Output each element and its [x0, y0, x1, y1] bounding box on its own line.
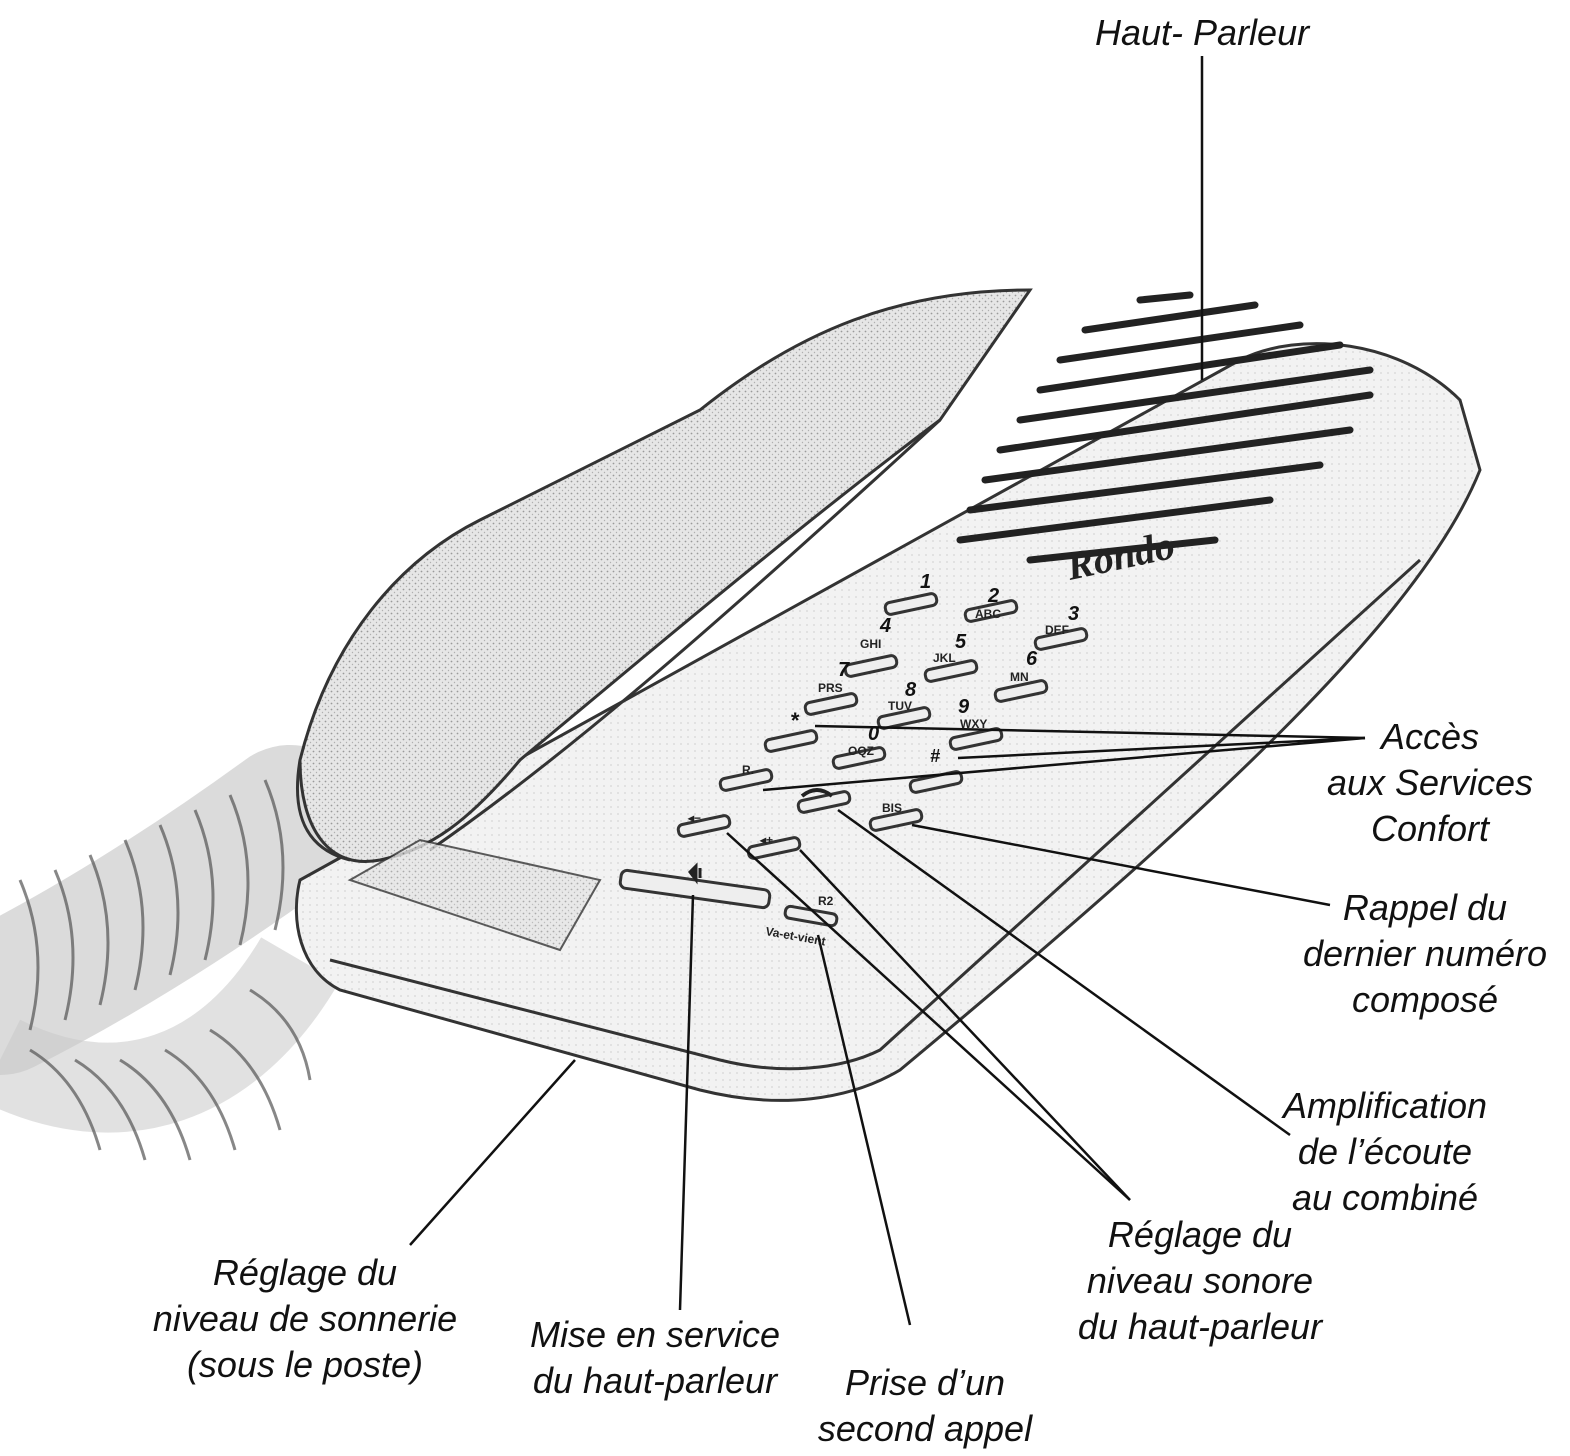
key-9[interactable] [948, 727, 1004, 751]
key-5[interactable] [923, 659, 979, 683]
handset [298, 288, 1033, 863]
key-0[interactable] [831, 746, 887, 770]
key-6[interactable] [993, 679, 1049, 703]
label-line: Confort [1370, 808, 1490, 849]
label-reglage-haut-parleur: Réglage du niveau sonore du haut-parleur [1055, 1212, 1345, 1350]
label-prise-second-appel: Prise d’un second appel [800, 1360, 1050, 1452]
speaker-icon [688, 862, 702, 885]
key-2-label: 2 [987, 585, 999, 607]
label-line: au combiné [1291, 1177, 1479, 1218]
label-rappel-dernier-numero: Rappel du dernier numéro composé [1290, 885, 1560, 1023]
label-line: Réglage du [1107, 1214, 1293, 1255]
key-2[interactable] [963, 599, 1019, 623]
key-9-letters: WXY [960, 717, 987, 731]
volume-minus-key[interactable] [676, 814, 732, 838]
volume-minus-label: ◂− [687, 811, 701, 825]
key-7-label: 7 [838, 659, 850, 681]
key-4-letters: GHI [860, 637, 881, 651]
label-line: composé [1351, 979, 1499, 1020]
key-8-letters: TUV [888, 699, 912, 713]
key-3-letters: DEF [1045, 623, 1069, 637]
key-0-label: 0 [868, 723, 879, 745]
label-line: aux Services [1326, 762, 1534, 803]
label-line: (sous le poste) [186, 1344, 424, 1385]
label-amplification-ecoute: Amplification de l’écoute au combiné [1270, 1083, 1500, 1221]
label-haut-parleur: Haut- Parleur [1095, 10, 1309, 56]
key-1-label: 1 [920, 571, 931, 593]
volume-plus-label: ◂+ [759, 833, 773, 847]
key-7[interactable] [803, 692, 859, 716]
label-line: dernier numéro [1302, 933, 1548, 974]
key-4-label: 4 [879, 615, 891, 637]
r2-key-label: R2 [818, 894, 834, 908]
leader-lines [409, 56, 1366, 1326]
label-line: du haut-parleur [1077, 1306, 1323, 1347]
key-8-label: 8 [905, 679, 917, 701]
key-5-letters: JKL [933, 651, 956, 665]
speaker-grille [956, 291, 1374, 564]
key-4[interactable] [843, 654, 899, 678]
label-mise-en-service: Mise en service du haut-parleur [505, 1312, 805, 1404]
key-hash-label: # [930, 746, 940, 766]
key-7-letters: PRS [818, 681, 843, 695]
label-line: Haut- Parleur [1095, 12, 1310, 53]
label-line: Amplification [1282, 1085, 1488, 1126]
key-0-letters: OQZ [848, 744, 874, 758]
label-line: Réglage du [212, 1252, 398, 1293]
key-3-label: 3 [1068, 603, 1079, 625]
label-line: second appel [817, 1408, 1033, 1449]
bis-key-label: BIS [882, 801, 902, 815]
key-star-label: * [790, 708, 800, 733]
key-2-letters: ABC [975, 607, 1001, 621]
bis-key[interactable] [868, 808, 924, 832]
key-1[interactable] [883, 592, 939, 616]
coiled-cord [0, 745, 365, 1161]
amplification-key[interactable] [796, 790, 852, 814]
label-line: niveau de sonnerie [152, 1298, 458, 1339]
label-reglage-sonnerie: Réglage du niveau de sonnerie (sous le p… [140, 1250, 470, 1388]
r-key-label: R. [742, 763, 754, 777]
key-6-letters: MN [1010, 670, 1029, 684]
label-line: Mise en service [529, 1314, 781, 1355]
label-line: du haut-parleur [532, 1360, 778, 1401]
key-5-label: 5 [955, 631, 967, 653]
label-line: Rappel du [1342, 887, 1508, 928]
key-6-label: 6 [1026, 648, 1038, 670]
label-line: Accès [1380, 716, 1480, 757]
r-key[interactable] [718, 768, 774, 792]
key-star[interactable] [763, 729, 819, 753]
label-acces-services-confort: Accès aux Services Confort [1320, 714, 1540, 852]
key-8[interactable] [876, 706, 932, 730]
key-9-label: 9 [958, 696, 970, 718]
handset-icon [800, 788, 834, 798]
label-line: de l’écoute [1297, 1131, 1473, 1172]
keypad [618, 592, 1089, 928]
key-3[interactable] [1033, 627, 1089, 651]
label-line: niveau sonore [1086, 1260, 1314, 1301]
label-line: Prise d’un [844, 1362, 1006, 1403]
